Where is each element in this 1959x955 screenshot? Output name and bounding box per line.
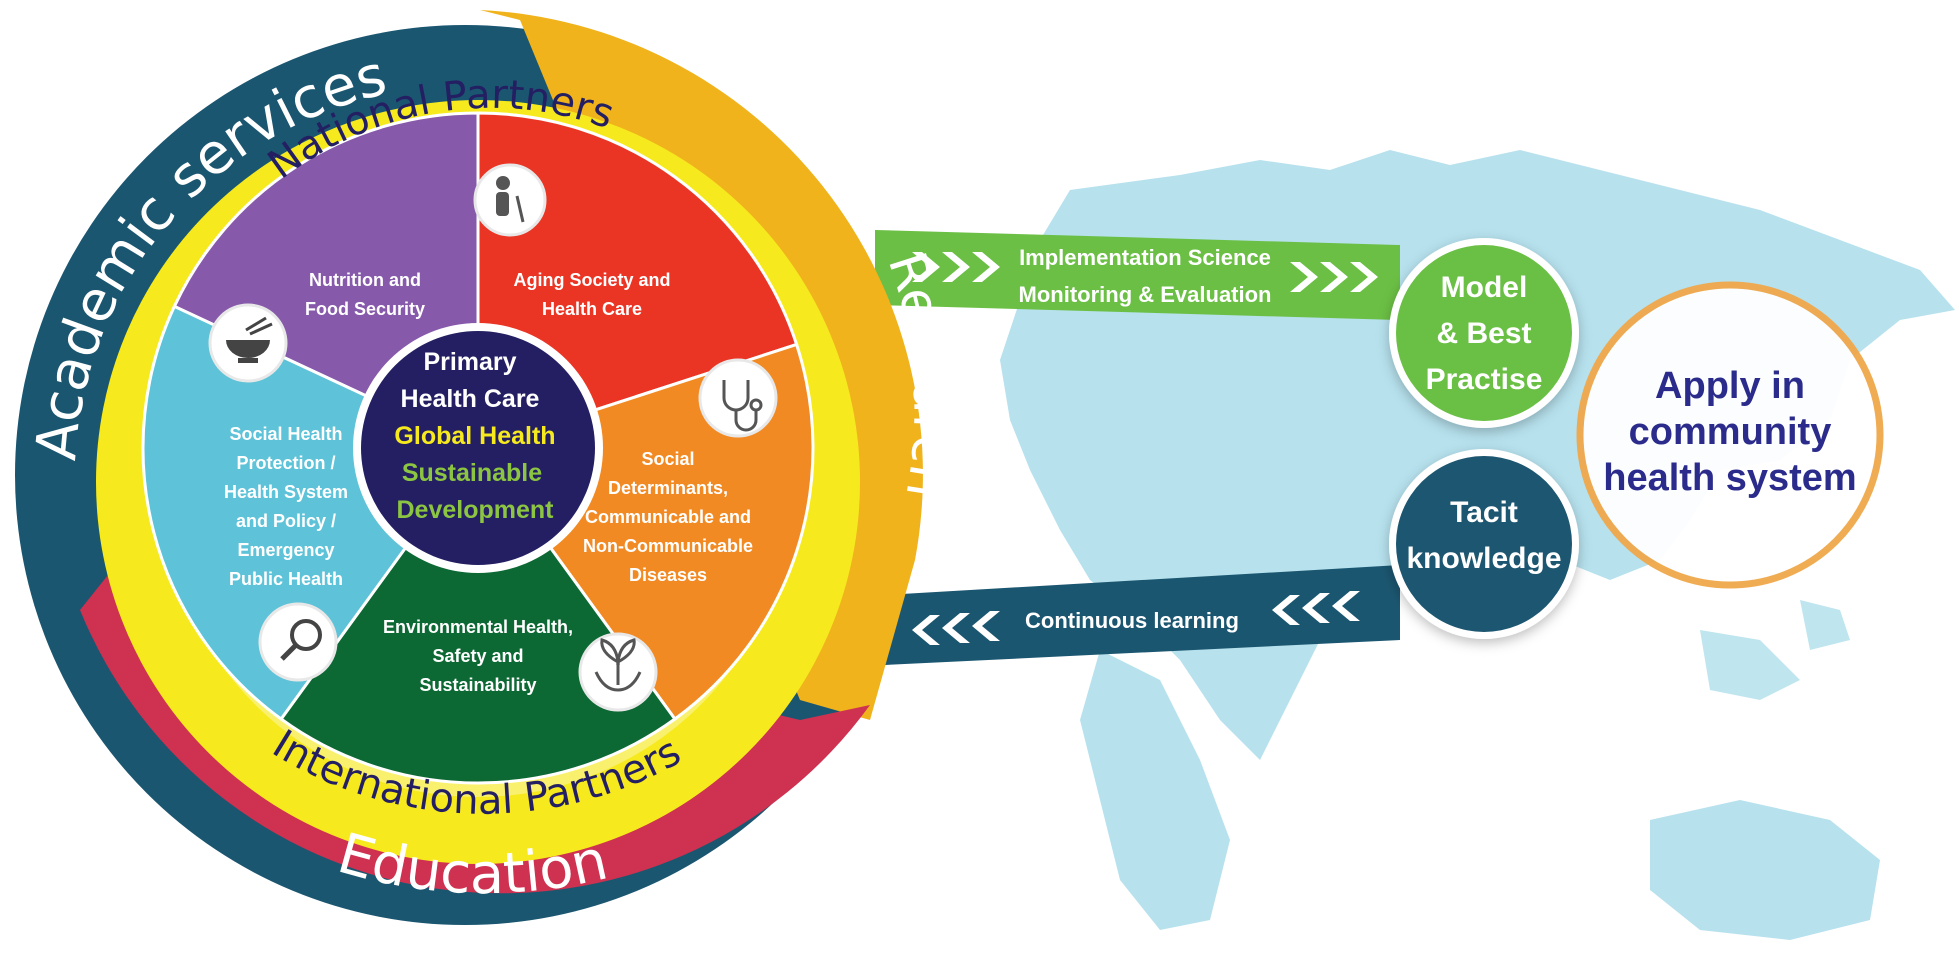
svg-text:Social Health: Social Health <box>229 424 342 444</box>
segment-label-social-protection: Social Health Protection / Health System… <box>224 424 348 589</box>
svg-text:Apply in: Apply in <box>1655 365 1805 407</box>
plant-hands-icon <box>578 632 658 712</box>
flow-label-continuous-learning: Continuous learning <box>1025 608 1239 633</box>
flow-label-implementation: Implementation Science <box>1019 245 1271 270</box>
svg-text:Safety and: Safety and <box>432 646 523 666</box>
flow-label-monitoring: Monitoring & Evaluation <box>1019 282 1272 307</box>
continuous-learning-flow: Continuous learning <box>885 565 1400 665</box>
svg-text:Emergency: Emergency <box>237 540 334 560</box>
svg-text:Nutrition and: Nutrition and <box>309 270 421 290</box>
svg-text:Development: Development <box>397 496 555 524</box>
stethoscope-icon <box>698 358 778 438</box>
svg-text:Sustainability: Sustainability <box>419 675 536 695</box>
svg-text:Health Care: Health Care <box>401 385 540 413</box>
svg-text:Public Health: Public Health <box>229 569 343 589</box>
segment-label-aging: Aging Society and Health Care <box>513 270 670 319</box>
svg-text:Tacit: Tacit <box>1450 496 1518 529</box>
svg-text:Aging Society and: Aging Society and <box>513 270 670 290</box>
svg-text:Health System: Health System <box>224 482 348 502</box>
svg-text:Food Security: Food Security <box>305 299 425 319</box>
elderly-person-icon <box>473 163 547 237</box>
center-circle <box>361 331 595 565</box>
chevrons-right-icon <box>912 252 1378 292</box>
svg-text:Non-Communicable: Non-Communicable <box>583 536 753 556</box>
segment-environmental <box>278 445 678 785</box>
svg-text:Environmental Health,: Environmental Health, <box>383 617 573 637</box>
center-label: Primary Health Care Global Health Sustai… <box>394 348 555 524</box>
food-bowl-icon <box>208 303 288 383</box>
svg-text:and Policy /: and Policy / <box>236 511 336 531</box>
node-apply-community-health: Apply in community health system <box>1576 281 1884 589</box>
implementation-flow: Implementation Science Monitoring & Eval… <box>875 230 1400 320</box>
svg-text:Global Health: Global Health <box>394 422 555 450</box>
node-tacit-knowledge: Tacit knowledge <box>1389 449 1579 639</box>
segment-label-social-determinants: Social Determinants, Communicable and No… <box>583 449 753 585</box>
chevrons-left-icon <box>912 591 1360 645</box>
svg-text:Model: Model <box>1441 271 1528 304</box>
segment-label-nutrition: Nutrition and Food Security <box>305 270 425 319</box>
svg-text:Protection /: Protection / <box>236 453 335 473</box>
svg-text:Primary: Primary <box>423 348 516 376</box>
topic-segments <box>141 111 815 785</box>
segment-label-environmental: Environmental Health, Safety and Sustain… <box>383 617 573 695</box>
svg-text:community: community <box>1629 411 1832 453</box>
svg-text:Social: Social <box>641 449 694 469</box>
svg-text:knowledge: knowledge <box>1406 542 1561 575</box>
magnifier-icon <box>258 602 338 682</box>
svg-text:Communicable and: Communicable and <box>585 507 751 527</box>
svg-text:Health Care: Health Care <box>542 299 642 319</box>
svg-text:& Best: & Best <box>1436 317 1531 350</box>
svg-text:Diseases: Diseases <box>629 565 707 585</box>
node-model-best-practise: Model & Best Practise <box>1389 238 1579 428</box>
svg-text:Practise: Practise <box>1426 363 1543 396</box>
svg-text:Sustainable: Sustainable <box>402 459 542 487</box>
svg-text:health system: health system <box>1603 457 1856 499</box>
svg-text:Determinants,: Determinants, <box>608 478 728 498</box>
